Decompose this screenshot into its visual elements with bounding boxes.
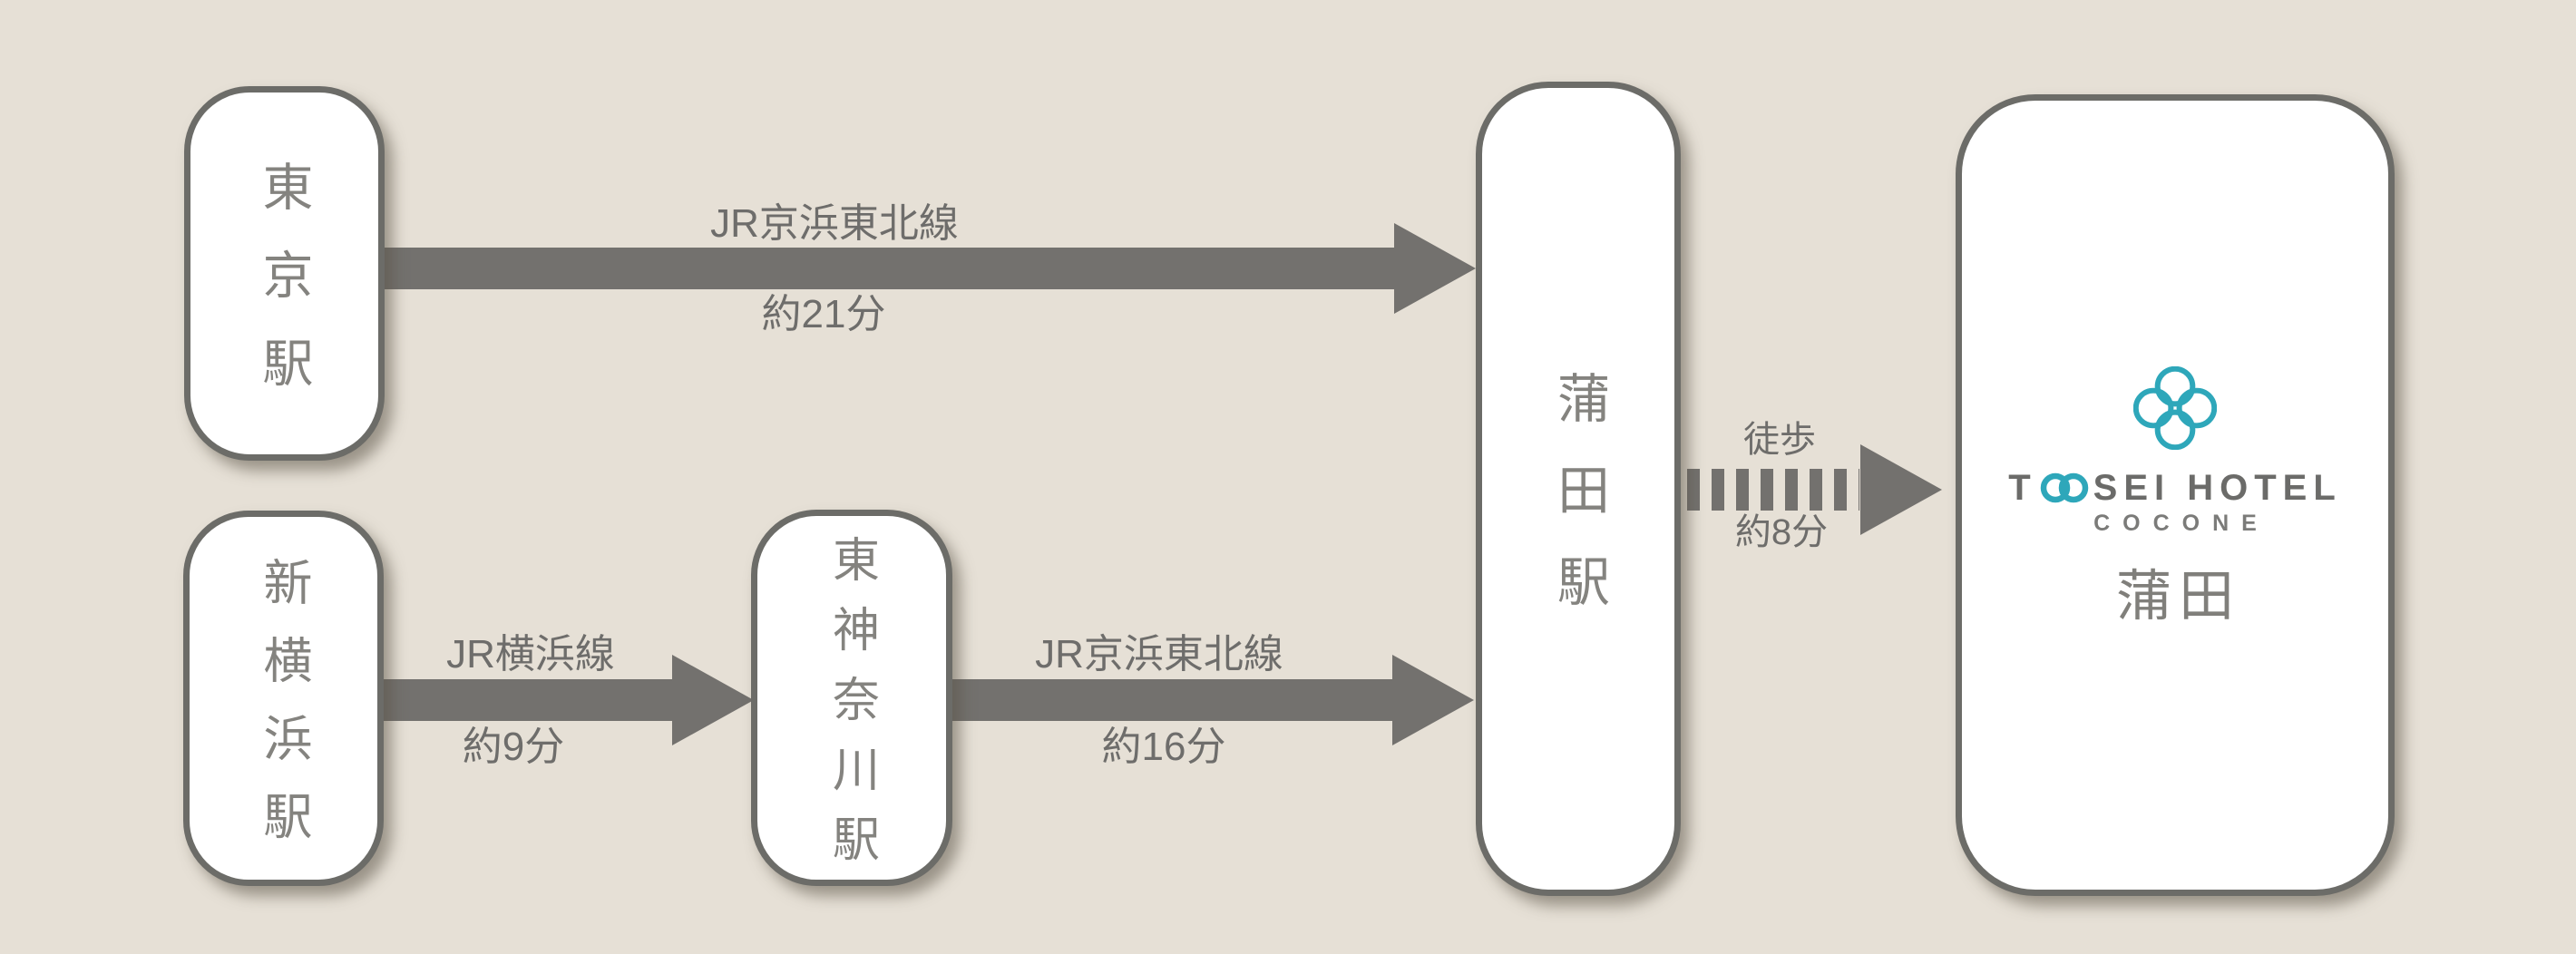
station-name: 新横浜駅: [256, 557, 310, 869]
arrow-shaft-tokyo-kamata: [381, 248, 1397, 289]
arrow-head-icon: [1392, 655, 1474, 745]
hotel-subbrand: COCONE: [2093, 511, 2269, 536]
arrow-head-icon: [1394, 223, 1476, 314]
station-name: 東神奈川駅: [825, 534, 878, 884]
route-duration-label: 約16分: [1101, 725, 1226, 769]
arrow-shaft-shinyokohama-higashikanagawa: [381, 679, 675, 721]
arrow-head-icon: [1860, 444, 1942, 535]
wordmark-t: T: [2008, 468, 2037, 508]
route-line-label: JR京浜東北線: [1035, 632, 1283, 677]
hotel-box: T SEI HOTEL COCONE 蒲田: [1956, 94, 2395, 896]
station-box-higashi-kanagawa: 東神奈川駅: [751, 510, 952, 886]
route-duration-label: 約21分: [761, 292, 886, 336]
wordmark-rest: SEI HOTEL: [2093, 468, 2342, 508]
quad-ring-flower-icon: [2133, 366, 2217, 450]
station-box-tokyo: 東京駅: [184, 86, 385, 461]
route-line-label: JR京浜東北線: [710, 201, 959, 246]
station-box-kamata: 蒲田駅: [1476, 82, 1681, 896]
station-name: 蒲田駅: [1549, 371, 1608, 646]
walk-duration-label: 約8分: [1734, 512, 1829, 552]
route-duration-label: 約9分: [462, 725, 565, 769]
double-ring-infinity-icon: [2040, 472, 2088, 503]
arrow-shaft-higashikanagawa-kamata: [951, 679, 1395, 721]
walk-mode-label: 徒歩: [1743, 420, 1816, 460]
arrow-head-icon: [672, 655, 754, 745]
walk-dashed-arrow: [1687, 469, 1859, 511]
hotel-wordmark: T SEI HOTEL: [2008, 470, 2342, 506]
station-box-shin-yokohama: 新横浜駅: [183, 511, 384, 886]
hotel-location: 蒲田: [2115, 565, 2241, 627]
route-line-label: JR横浜線: [446, 632, 615, 677]
station-name: 東京駅: [256, 160, 313, 424]
